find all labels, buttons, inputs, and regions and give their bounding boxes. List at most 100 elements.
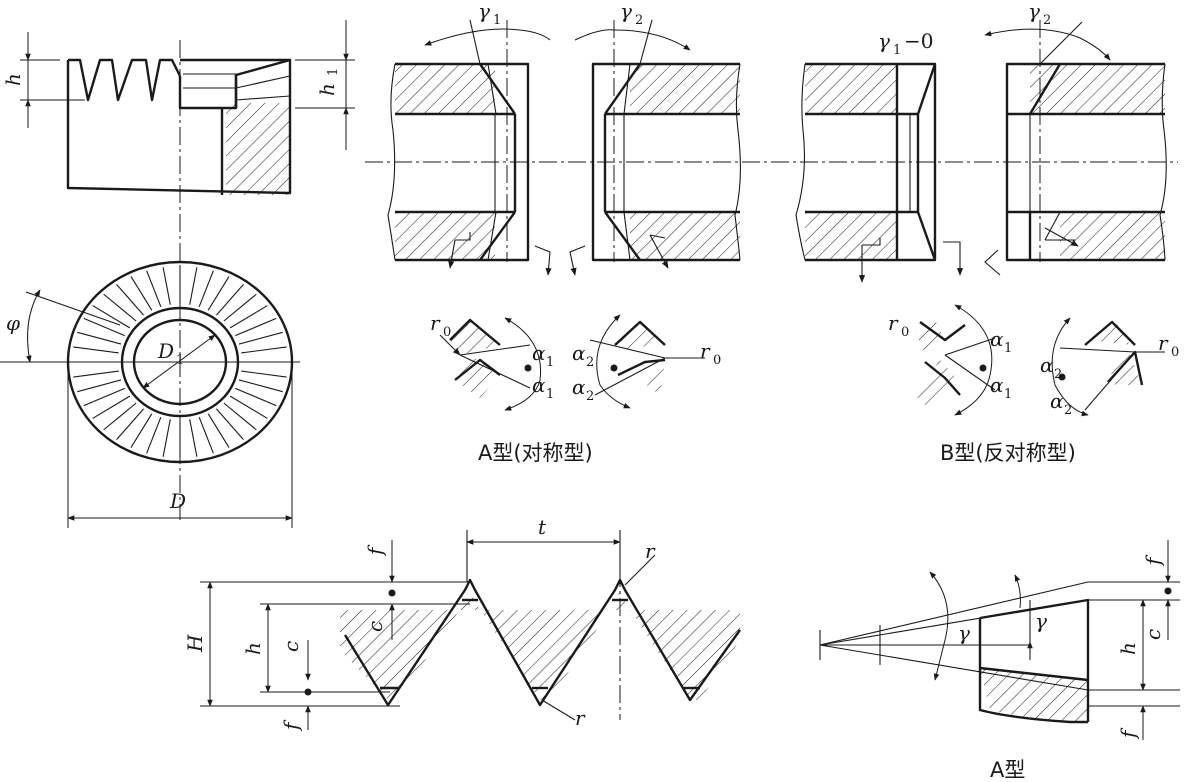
knurl-tooth-line [77,331,122,345]
knurl-tooth-line [83,387,125,407]
label-alpha2-b1: α [1040,353,1054,377]
wheel-side-view [20,20,355,520]
label-gamma2-sub: 2 [635,13,643,28]
caption-type-b-antisymmetric: B型(反对称型) [940,441,1076,465]
type-b-sections [795,20,1167,283]
label-D1-sub: 1 [176,353,184,368]
knurl-tooth-line [92,305,131,329]
label-r0-a2: r [700,339,711,363]
label-alpha1-a1-sub: 1 [546,355,554,370]
knurl-tooth-line [229,305,268,329]
label-f-top: f [363,544,387,557]
knurl-tooth-line [238,331,283,345]
label-D1: D [157,339,174,363]
type-a-cone [819,540,1180,740]
label-alpha1-b1-sub: 1 [1004,341,1012,356]
label-D: D [169,489,186,513]
label-gamma2-b: γ [1028,0,1040,23]
knurl-tooth-line [130,413,153,448]
thread-profile [200,530,741,730]
knurl-tooth-line [116,408,144,441]
label-r-top: r [645,539,656,563]
label-h-right: h [1116,642,1140,655]
label-gamma1-0: γ [878,29,890,53]
knurl-tooth-line [223,293,257,322]
label-alpha1-b1: α [990,327,1004,351]
knurl-tooth-line [207,413,230,448]
tooth-profiles-a [439,314,705,411]
label-r-bottom: r [575,706,586,730]
knurl-tooth-line [189,267,198,305]
label-alpha2-b1-sub: 2 [1054,367,1062,382]
label-r0-b: r [888,311,899,335]
label-alpha2-a2-sub: 2 [586,389,594,404]
knurl-tooth-line [189,419,198,457]
knurl-tooth-line [229,395,268,419]
label-h1-sub: 1 [326,68,341,76]
knurl-tooth-line [146,270,162,308]
knurl-tooth-line [77,379,122,393]
knurl-tooth-line [73,346,119,354]
knurl-tooth-line [216,408,244,441]
label-H: H [183,634,207,653]
label-alpha1-a2-sub: 1 [546,387,554,402]
label-alpha2-a1: α [572,341,586,365]
knurl-tooth-line [103,293,137,322]
knurl-tooth-line [235,387,277,407]
label-gamma-left: γ [958,621,970,645]
knurl-tooth-line [241,370,287,378]
knurl-tooth-line [238,379,283,393]
label-r0-b2-sub: 0 [1171,345,1179,360]
label-r0-b2: r [1158,331,1169,355]
knurl-tooth-line [162,267,171,305]
label-f-right-bottom: f [1116,727,1140,740]
knurl-tooth-line [92,395,131,419]
label-alpha1-b2: α [990,373,1004,397]
label-h1: h [315,83,339,96]
label-alpha1-a1: α [532,341,546,365]
label-alpha2-a2: α [572,375,586,399]
type-a-sections [365,19,1178,276]
caption-type-a-symmetric: A型(对称型) [478,441,593,465]
label-h: h [1,73,25,86]
label-phi: φ [6,311,20,335]
label-gamma1-0-sub: 1 [893,43,901,58]
label-r0-a: r [430,311,441,335]
label-r0-a-sub: 0 [443,325,451,340]
wheel-front-view [0,260,300,528]
knurl-tooth-line [162,419,171,457]
knurl-teeth [72,266,288,458]
knurl-tooth-line [241,346,287,354]
label-gamma2: γ [620,0,632,23]
knurl-tooth-line [103,402,137,431]
label-r0-b-sub: 0 [901,325,909,340]
label-gamma1-sub: 1 [493,13,501,28]
knurl-tooth-line [83,317,125,337]
knurl-tooth-line [207,276,230,311]
label-alpha2-b2: α [1050,389,1064,413]
caption-type-a: A型 [990,758,1025,782]
knurl-tooth-line [198,416,214,454]
label-f-bottom: f [279,719,303,732]
knurl-tooth-line [216,283,244,316]
label-gamma2-b-sub: 2 [1043,13,1051,28]
label-c-top: c [363,621,387,632]
label-gamma1-0-suffix: −0 [904,29,933,53]
label-t: t [538,515,547,539]
knurl-tooth-line [146,416,162,454]
label-alpha1-a2: α [532,373,546,397]
label-alpha2-a1-sub: 2 [586,355,594,370]
label-alpha2-b2-sub: 2 [1064,403,1072,418]
label-f-right-top: f [1141,554,1165,567]
label-c-bottom: c [279,641,303,652]
label-gamma-right: γ [1035,609,1047,633]
knurl-tooth-line [198,270,214,308]
knurl-tooth-line [223,402,257,431]
label-c-right: c [1141,629,1165,640]
knurl-tooth-line [130,276,153,311]
label-alpha1-b2-sub: 1 [1004,387,1012,402]
tooth-profiles-b [915,304,1165,417]
label-h-bottom: h [241,642,265,655]
